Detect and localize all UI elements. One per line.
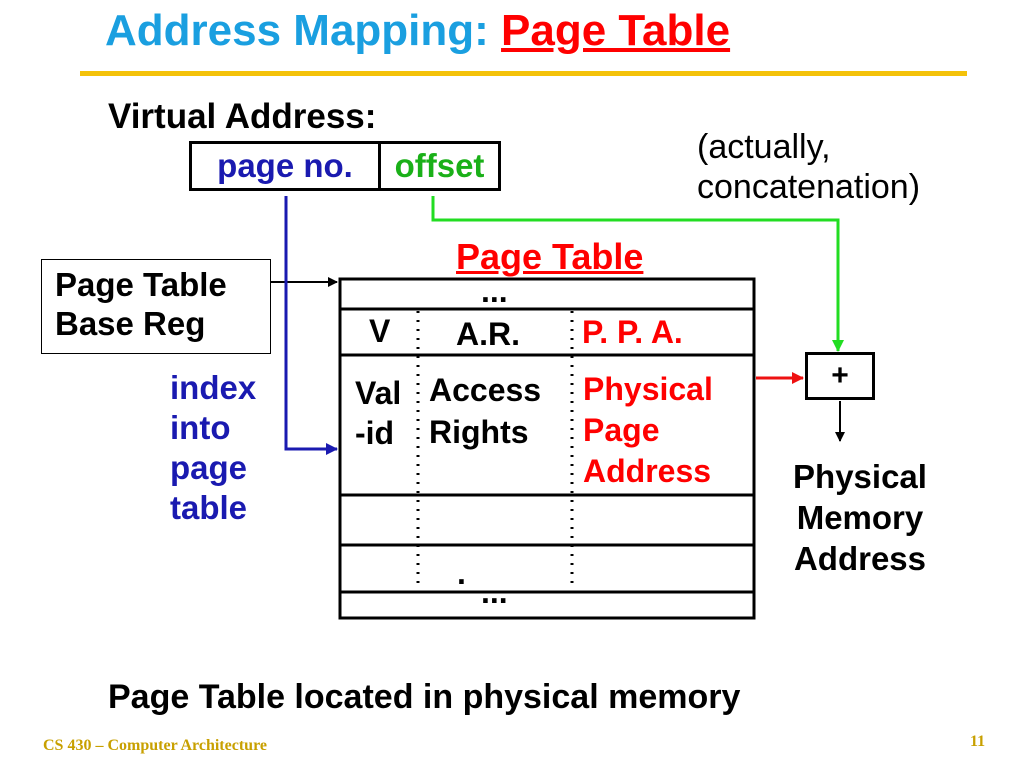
base-reg-line-1: Page Table xyxy=(55,266,227,303)
virtual-address-box: page no. offset xyxy=(189,141,501,191)
header-valid: V xyxy=(369,313,391,349)
title-divider xyxy=(80,71,967,76)
virtual-address-label: Virtual Address: xyxy=(108,97,377,136)
index-line-3: page xyxy=(170,449,248,486)
entry-physical-page-address: Physical Page Address xyxy=(583,369,713,492)
page-number-field: page no. xyxy=(192,144,381,188)
pma-line-3: Address xyxy=(793,540,927,577)
page-table-title: Page Table xyxy=(456,236,644,277)
title-prefix: Address Mapping: xyxy=(105,6,489,55)
page-table-base-reg-label: Page Table Base Reg xyxy=(55,265,227,343)
header-physical-page-address: P. P. A. xyxy=(582,314,683,350)
page-table-base-reg-box xyxy=(41,259,271,354)
pma-line-2: Memory xyxy=(796,499,924,536)
concatenation-note: (actually, concatenation) xyxy=(697,127,920,207)
entry-valid-line-2: -id xyxy=(355,415,395,451)
note-line-1: (actually, xyxy=(697,128,831,166)
page-table-location-note: Page Table located in physical memory xyxy=(108,678,741,716)
course-name: CS 430 – Computer Architecture xyxy=(43,737,267,754)
index-line-1: index xyxy=(170,369,257,406)
entry-access-line-2: Rights xyxy=(429,414,529,450)
adder-box: + xyxy=(805,352,875,400)
index-arrow xyxy=(284,196,338,455)
entry-valid: Val -id xyxy=(355,373,401,453)
page-table-frame xyxy=(338,277,756,620)
offset-field: offset xyxy=(394,147,485,184)
index-into-page-table-label: index into page table xyxy=(170,368,256,528)
entry-ppa-line-3: Address xyxy=(583,453,712,489)
pma-line-1: Physical xyxy=(793,458,927,495)
physical-memory-address-label: Physical Memory Address xyxy=(760,456,960,579)
note-line-2: concatenation) xyxy=(697,168,921,206)
index-line-4: table xyxy=(170,489,248,526)
page-table-bottom-dots: ... xyxy=(481,574,508,610)
slide-number: 11 xyxy=(970,733,986,750)
entry-ppa-line-1: Physical xyxy=(583,371,713,407)
page-table-mid-dot: . xyxy=(457,555,466,591)
page-table-top-dots: ... xyxy=(481,273,508,309)
header-access-rights: A.R. xyxy=(456,316,520,352)
slide-title: Address Mapping: Page Table xyxy=(105,6,730,56)
index-line-2: into xyxy=(170,409,231,446)
offset-arrow xyxy=(431,196,844,352)
entry-valid-line-1: Val xyxy=(355,375,402,411)
entry-access-line-1: Access xyxy=(429,372,542,408)
entry-access-rights: Access Rights xyxy=(429,369,541,453)
entry-ppa-line-2: Page xyxy=(583,412,660,448)
base-reg-line-2: Base Reg xyxy=(55,305,206,342)
title-highlight: Page Table xyxy=(501,6,731,55)
